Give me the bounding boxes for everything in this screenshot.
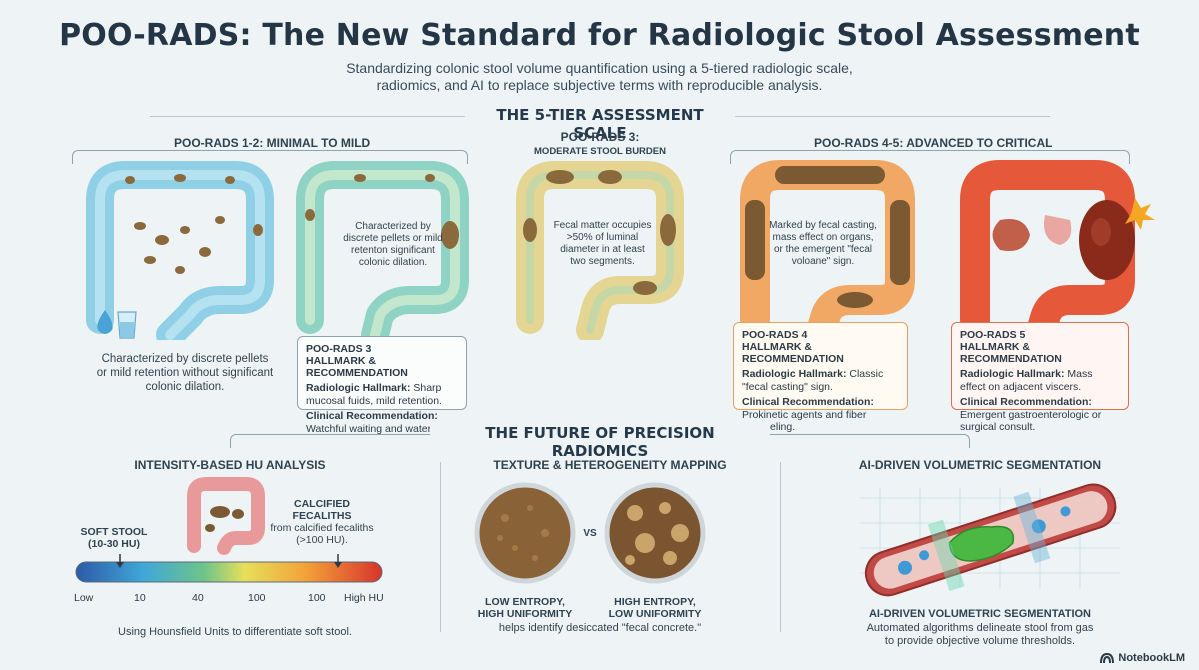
colon-tier-1-icon bbox=[86, 161, 274, 340]
group-3-subtitle: MODERATE STOOL BURDEN bbox=[534, 146, 666, 157]
group-4-5-bracket bbox=[730, 150, 1130, 164]
hu-gradient-bar bbox=[75, 554, 383, 583]
radiomics-section-title: THE FUTURE OF PRECISION RADIOMICS bbox=[430, 424, 770, 460]
stomach-icon bbox=[1044, 215, 1072, 245]
low-entropy-label: LOW ENTROPY,HIGH UNIFORMITY bbox=[477, 596, 573, 620]
group-1-2-bracket bbox=[72, 150, 468, 164]
subtitle-line-2: radiomics, and AI to replace subjective … bbox=[376, 77, 823, 93]
calcified-description: from calcified fecaliths(>100 HU). bbox=[270, 522, 374, 546]
liver-icon bbox=[992, 219, 1030, 251]
group-3-title: POO-RADS 3: bbox=[560, 130, 640, 144]
page-title: POO-RADS: The New Standard for Radiologi… bbox=[59, 18, 1140, 53]
radiomics-divider-1 bbox=[440, 462, 441, 632]
alert-burst-icon bbox=[1125, 198, 1155, 230]
hu-tick: 100 bbox=[248, 592, 266, 604]
colon-tier-5-icon bbox=[960, 160, 1155, 340]
hu-tick: High HU bbox=[344, 592, 384, 604]
high-entropy-sample-icon bbox=[604, 482, 706, 584]
scale-section-title: THE 5-TIER ASSESSMENT SCALE bbox=[465, 106, 735, 142]
water-glass-icon bbox=[117, 311, 137, 339]
low-entropy-sample-icon bbox=[474, 482, 576, 584]
texture-title: TEXTURE & HETEROGENEITY MAPPING bbox=[493, 458, 727, 472]
colon-tier-4-icon bbox=[740, 160, 915, 340]
ai-bottom-title: AI-DRIVEN VOLUMETRIC SEGMENTATION bbox=[868, 608, 1092, 620]
hu-tick: 10 bbox=[134, 592, 146, 604]
hu-ticks: Low 10 40 100 100 High HU bbox=[72, 592, 392, 606]
ai-title: AI-DRIVEN VOLUMETRIC SEGMENTATION bbox=[858, 458, 1102, 472]
hu-tick: 100 bbox=[308, 592, 326, 604]
colon-tier-3-icon bbox=[516, 161, 684, 340]
texture-footer: helps identify desiccated "fecal concret… bbox=[498, 622, 702, 634]
group-1-2-title: POO-RADS 1-2: MINIMAL TO MILD bbox=[168, 136, 372, 150]
logo-text: NotebookLM bbox=[1118, 652, 1185, 664]
poo-rads-3-card: POO-RADS 3 HALLMARK & RECOMMENDATION Rad… bbox=[297, 336, 467, 435]
hu-footer: Using Hounsfield Units to differentiate … bbox=[118, 626, 352, 638]
vs-label: VS bbox=[583, 528, 597, 539]
high-entropy-label: HIGH ENTROPY,LOW UNIFORMITY bbox=[608, 596, 702, 620]
poo-rads-4-card: POO-RADS 4 HALLMARK & RECOMMENDATION Rad… bbox=[733, 322, 908, 433]
mini-colon-icon bbox=[187, 477, 265, 555]
notebooklm-logo-icon bbox=[1100, 652, 1115, 664]
tier-4-overlay-text: Marked by fecal casting,mass effect on o… bbox=[769, 220, 877, 267]
page-subtitle: Standardizing colonic stool volume quant… bbox=[0, 60, 1199, 94]
radiomics-divider-2 bbox=[780, 462, 781, 632]
hu-tick: 40 bbox=[192, 592, 204, 604]
texture-circles bbox=[474, 482, 706, 584]
hu-analysis-title: INTENSITY-BASED HU ANALYSIS bbox=[134, 458, 326, 472]
group-4-5-title: POO-RADS 4-5: ADVANCED TO CRITICAL bbox=[808, 136, 1052, 150]
subtitle-line-1: Standardizing colonic stool volume quant… bbox=[346, 60, 853, 76]
ai-description: Automated algorithms delineate stool fro… bbox=[866, 622, 1094, 647]
soft-stool-label: SOFT STOOL(10-30 HU) bbox=[80, 526, 148, 550]
water-drop-icon bbox=[97, 310, 113, 334]
colon-tier-2-icon bbox=[296, 161, 469, 340]
poo-rads-5-card: POO-RADS 5 HALLMARK & RECOMMENDATION Rad… bbox=[951, 322, 1129, 433]
segmentation-illustration bbox=[860, 483, 1120, 597]
hu-tick: Low bbox=[74, 592, 94, 604]
colon-illustrations bbox=[86, 160, 1155, 340]
notebooklm-logo: NotebookLM bbox=[1100, 652, 1185, 664]
